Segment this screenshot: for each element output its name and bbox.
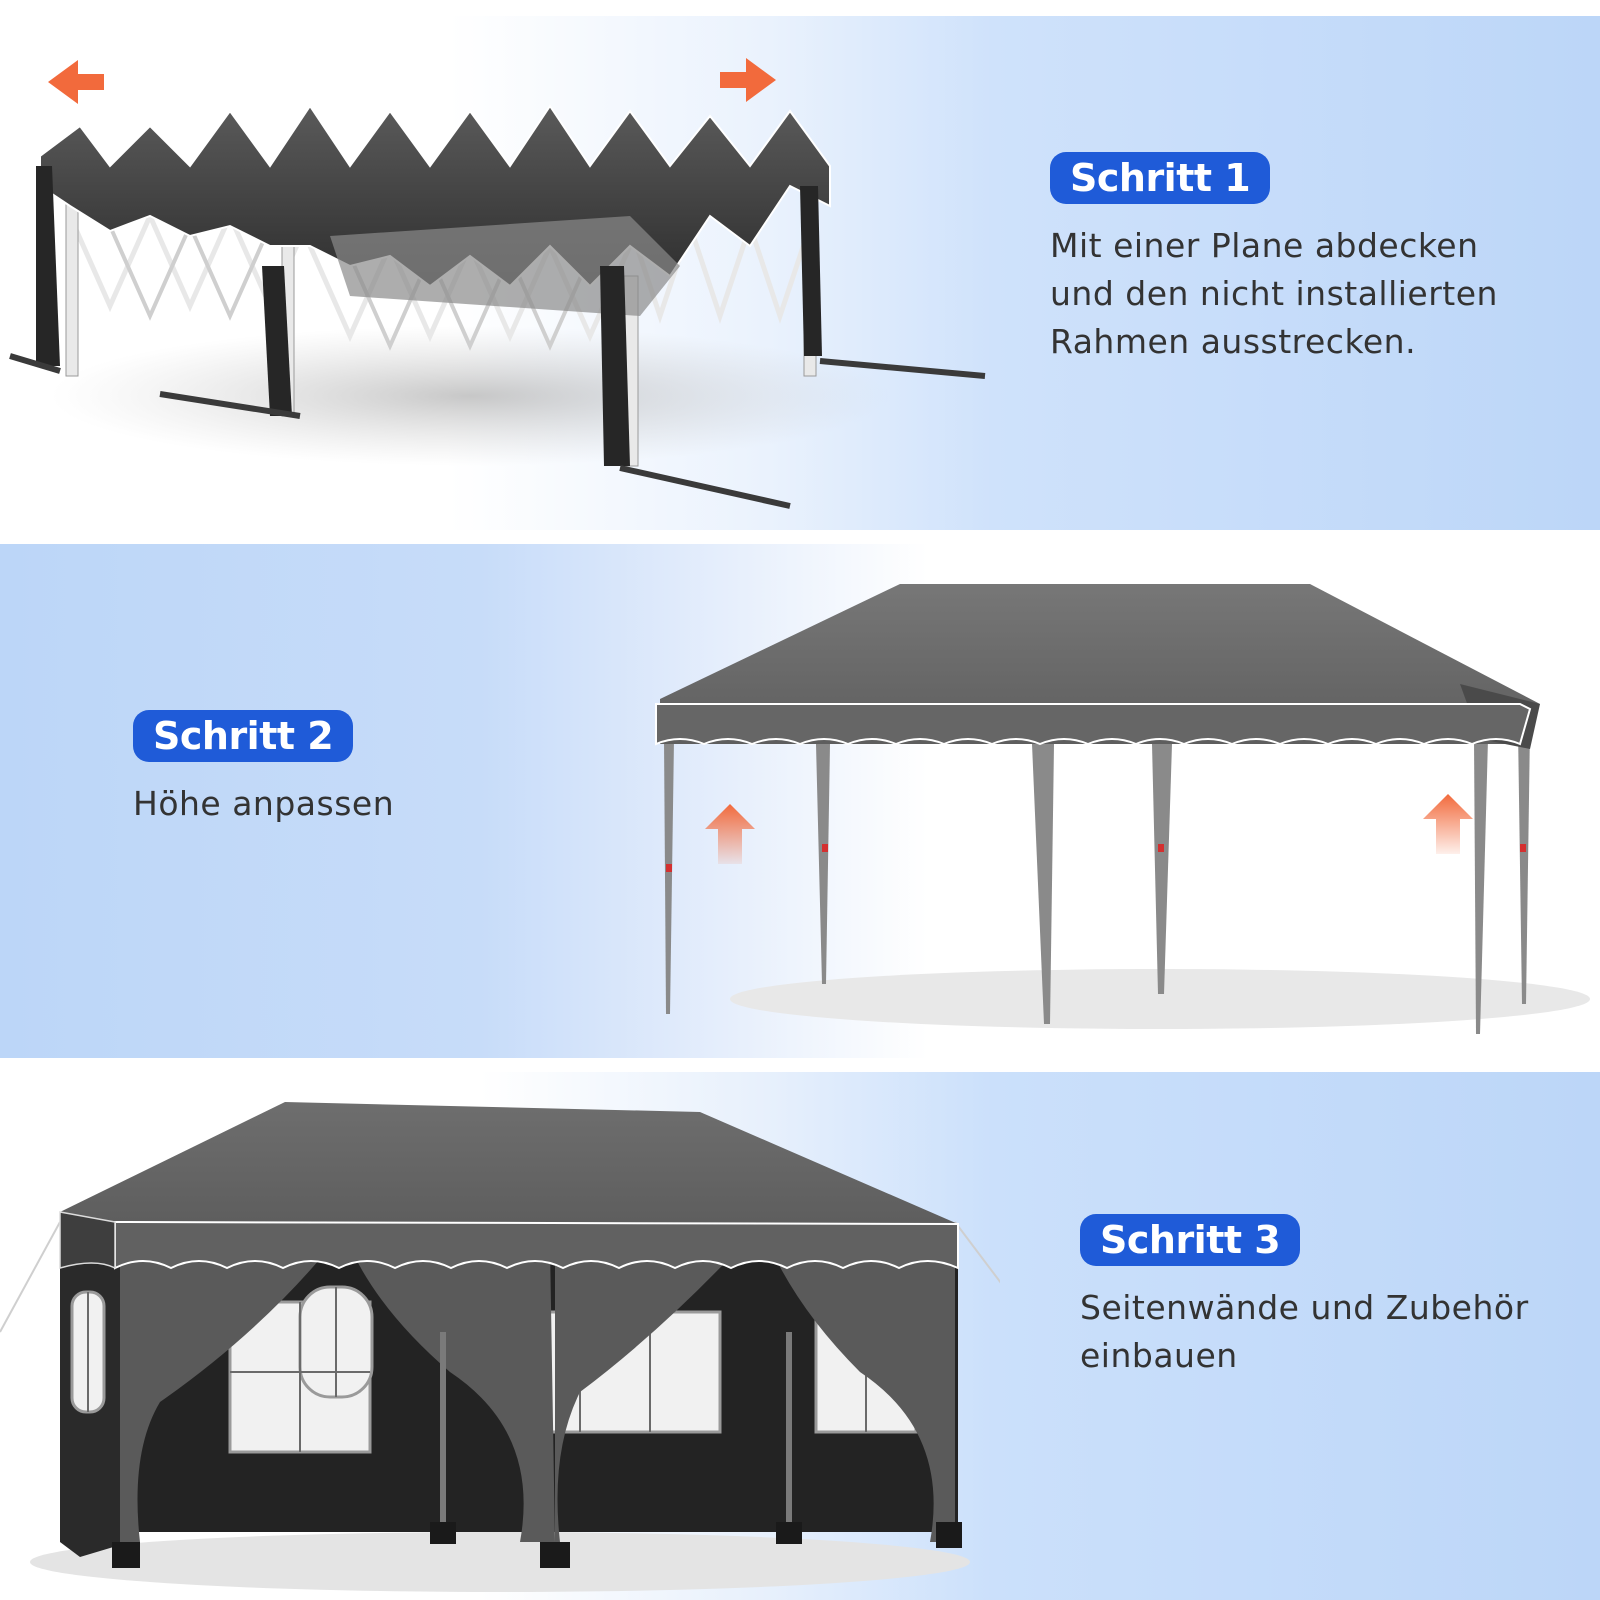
step-2-badge: Schritt 2 <box>133 710 354 762</box>
step-1-badge: Schritt 1 <box>1050 152 1271 204</box>
step-1-block: Schritt 1 Mit einer Plane abdecken und d… <box>1050 152 1498 366</box>
step-2-line-1: Höhe anpassen <box>133 784 395 823</box>
complete-gazebo-illustration <box>0 1102 1000 1592</box>
raised-gazebo-illustration <box>655 584 1590 1034</box>
step-1-line-3: Rahmen ausstrecken. <box>1050 322 1417 361</box>
arrow-left-icon <box>48 60 104 104</box>
arrow-right-icon <box>720 58 776 102</box>
step-1-panel: Schritt 1 Mit einer Plane abdecken und d… <box>0 16 1600 530</box>
step-1-line-1: Mit einer Plane abdecken <box>1050 226 1479 265</box>
step-3-line-2: einbauen <box>1080 1336 1238 1375</box>
step-1-line-2: und den nicht installierten <box>1050 274 1498 313</box>
step-1-description: Mit einer Plane abdecken und den nicht i… <box>1050 222 1498 366</box>
step-2-panel: Schritt 2 Höhe anpassen <box>0 544 1600 1058</box>
step-3-badge: Schritt 3 <box>1080 1214 1301 1266</box>
step-3-description: Seitenwände und Zubehör einbauen <box>1080 1284 1529 1380</box>
arrow-up-icon <box>705 804 755 864</box>
step-3-panel: Schritt 3 Seitenwände und Zubehör einbau… <box>0 1072 1600 1600</box>
arrow-up-icon <box>1423 794 1473 854</box>
step-2-block: Schritt 2 Höhe anpassen <box>133 710 394 828</box>
folded-gazebo-illustration <box>9 58 986 509</box>
step-3-line-1: Seitenwände und Zubehör <box>1080 1288 1529 1327</box>
step-2-description: Höhe anpassen <box>133 780 394 828</box>
step-3-block: Schritt 3 Seitenwände und Zubehör einbau… <box>1080 1214 1529 1380</box>
